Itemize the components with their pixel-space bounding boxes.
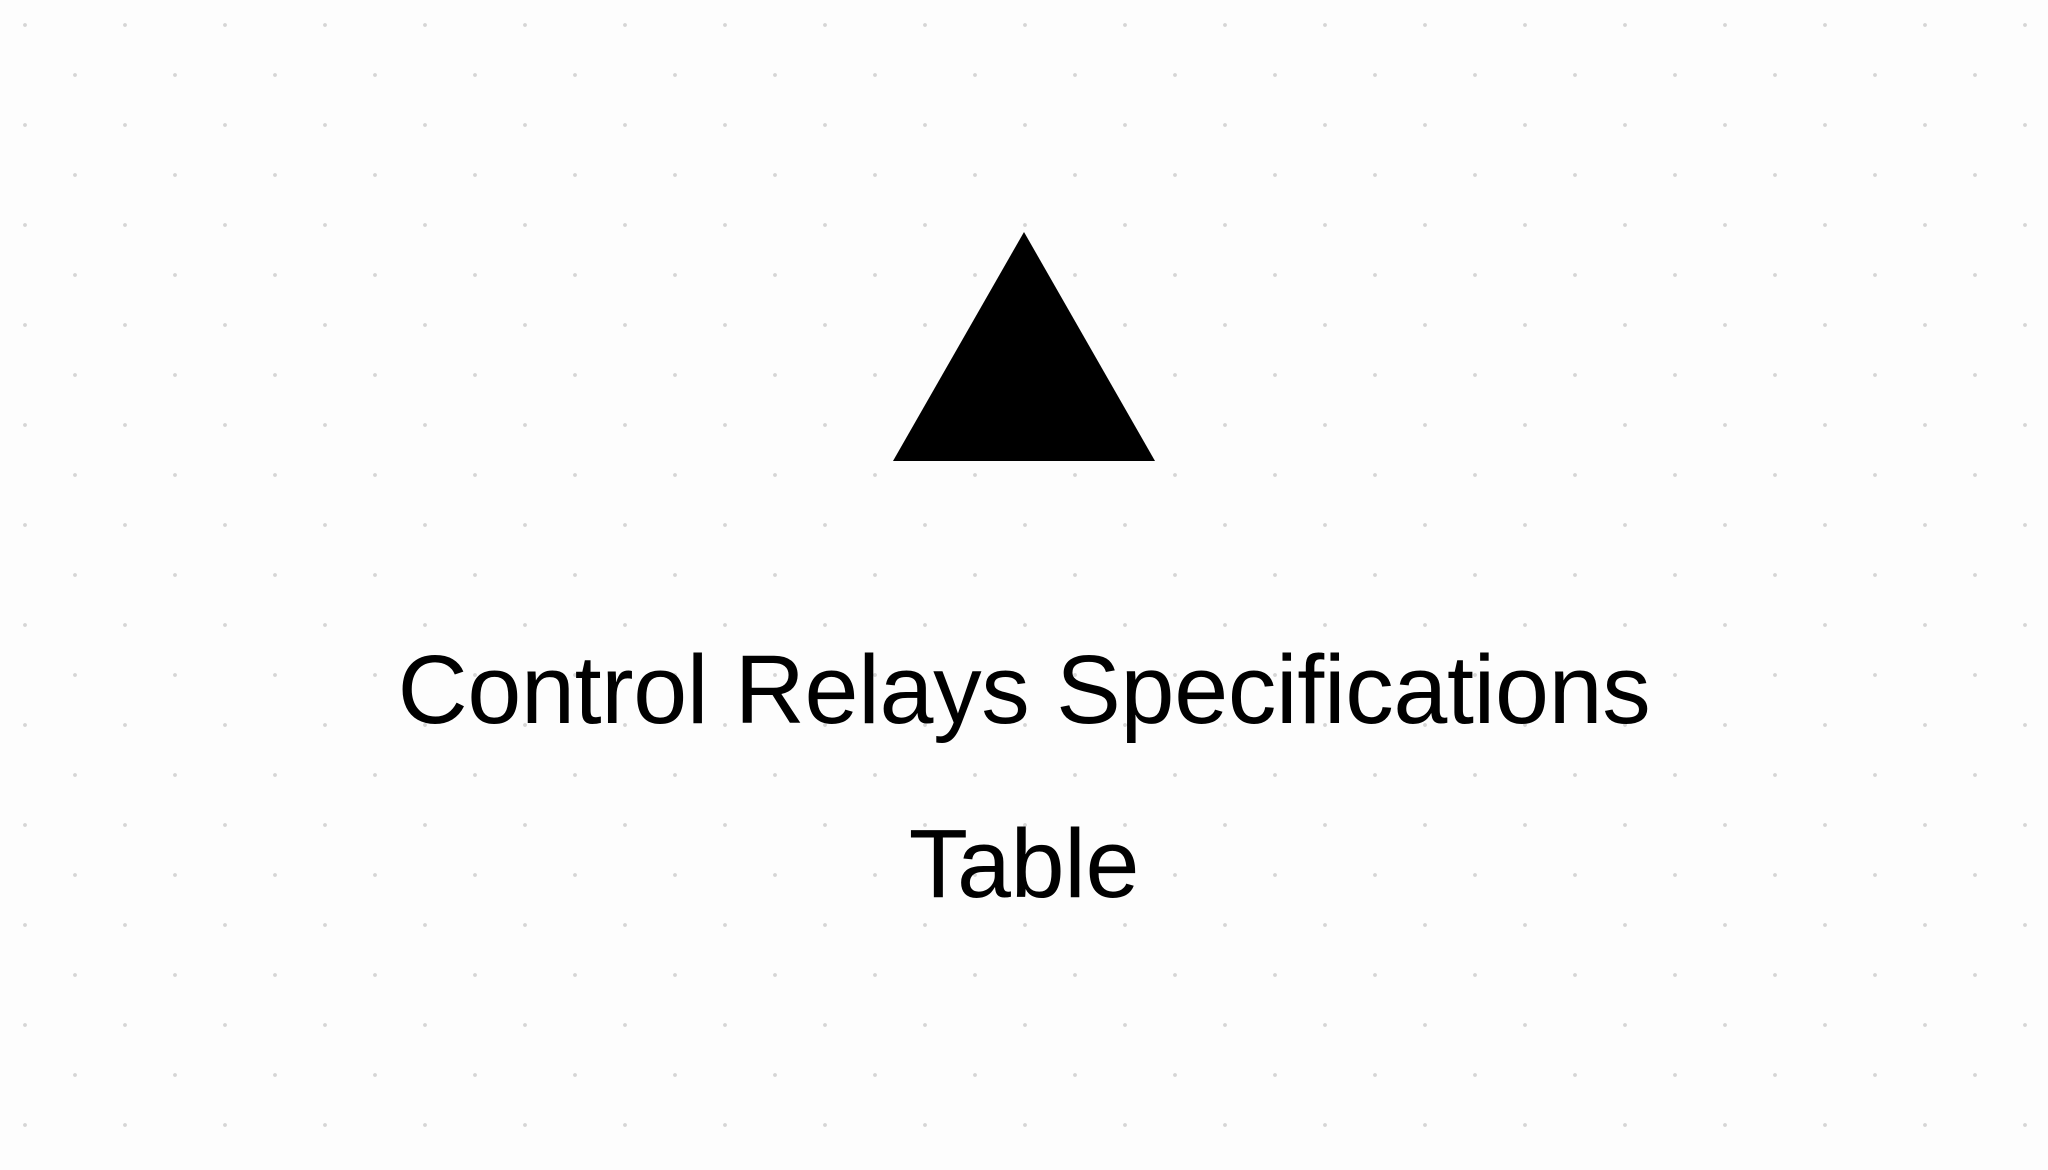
triangle-icon (893, 232, 1155, 461)
page-title: Control Relays Specifications Table (397, 635, 1651, 918)
